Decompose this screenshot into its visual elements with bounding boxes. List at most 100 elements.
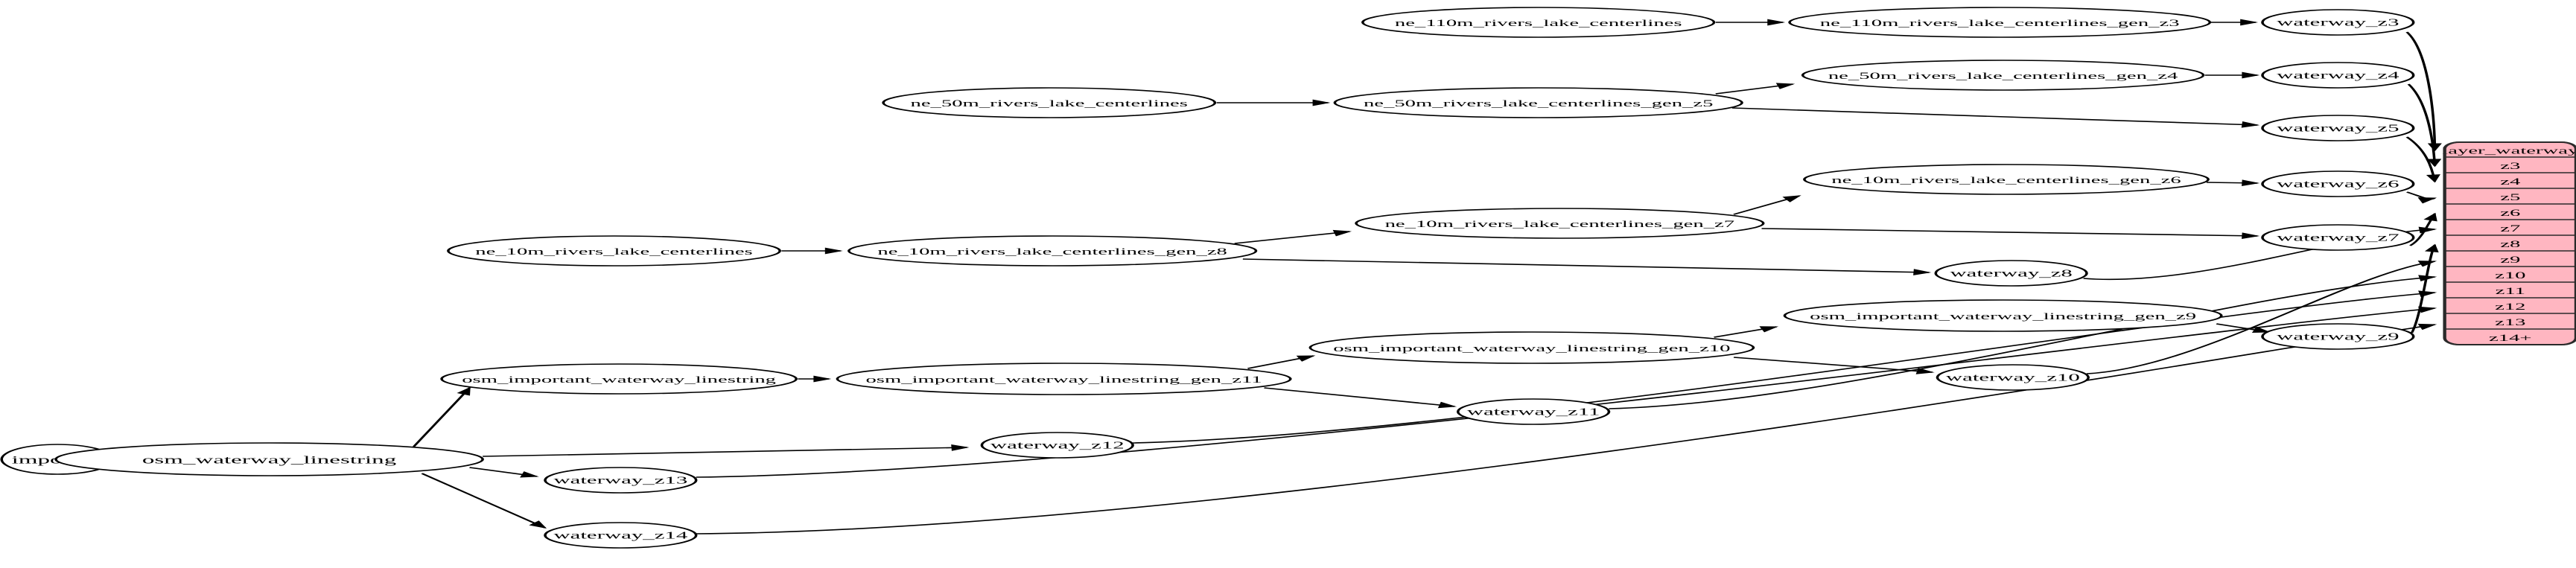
node-osm_imp_z11[interactable]: osm_important_waterway_linestring_gen_z1… [836,363,1292,395]
arrow-head-icon [1437,401,1457,409]
record-row-z6[interactable]: z6 [2500,207,2520,218]
node-waterway_z6[interactable]: waterway_z6 [2261,170,2415,197]
edge-waterway_z11-to-rec_z11 [1609,276,2435,409]
edge-osm_waterway-to-osm_imp [412,387,471,447]
node-ne10m_z6[interactable]: ne_10m_rivers_lake_centerlines_gen_z6 [1803,164,2210,195]
node-ne10m_z8[interactable]: ne_10m_rivers_lake_centerlines_gen_z8 [847,235,1258,267]
edge-osm_waterway-to-waterway_z12 [483,447,967,457]
arrow-head-icon [2418,226,2437,234]
node-layer: imposm3osm_waterway_linestringosm_import… [0,7,2415,549]
node-waterway_z8[interactable]: waterway_z8 [1934,260,2088,287]
record-node-layer_waterway[interactable]: layer_waterwayz3z4z5z6z7z8z9z10z11z12z13… [2442,141,2576,345]
node-label-waterway_z12: waterway_z12 [990,440,1125,451]
arrow-head-icon [2242,179,2260,187]
node-shape-ne50m_z5 [1333,87,1743,118]
node-ne110m_z3[interactable]: ne_110m_rivers_lake_centerlines_gen_z3 [1788,7,2212,38]
node-shape-waterway_z10 [1936,364,2090,391]
node-ne10m[interactable]: ne_10m_rivers_lake_centerlines [447,235,781,267]
edge-ne50m_z5-to-waterway_z5 [1731,107,2258,126]
node-ne10m_z7[interactable]: ne_10m_rivers_lake_centerlines_gen_z7 [1355,208,1765,239]
record-row-z14+[interactable]: z14+ [2489,332,2532,343]
node-ne50m_z5[interactable]: ne_50m_rivers_lake_centerlines_gen_z5 [1333,87,1743,118]
node-label-waterway_z3: waterway_z3 [2277,17,2399,28]
node-waterway_z10[interactable]: waterway_z10 [1936,364,2090,391]
arrow-head-icon [1767,19,1786,26]
arrow-head-icon [2424,243,2439,253]
node-shape-waterway_z4 [2261,62,2415,89]
node-shape-waterway_z8 [1934,260,2088,287]
node-waterway_z13[interactable]: waterway_z13 [544,467,698,494]
arrow-head-icon [1775,83,1796,89]
node-label-ne110m: ne_110m_rivers_lake_centerlines [1395,17,1682,28]
node-osm_imp_z10[interactable]: osm_important_waterway_linestring_gen_z1… [1308,331,1755,364]
record-row-z3[interactable]: z3 [2500,160,2520,171]
record-row-z4[interactable]: z4 [2500,176,2520,187]
node-ne50m_z4[interactable]: ne_50m_rivers_lake_centerlines_gen_z4 [1801,60,2205,91]
node-waterway_z9[interactable]: waterway_z9 [2261,323,2415,350]
node-shape-ne10m_z6 [1803,164,2210,195]
node-shape-waterway_z3 [2261,9,2415,36]
edge-waterway_z14-to-rec_z14 [696,324,2435,535]
node-shape-osm_imp_z10 [1308,331,1755,364]
arrow-head-icon [2427,143,2442,152]
record-row-z8[interactable]: z8 [2500,238,2520,249]
edge-ne10m_z8-to-waterway_z8 [1242,258,1930,273]
record-row-z13[interactable]: z13 [2495,316,2525,328]
node-label-waterway_z10: waterway_z10 [1946,372,2080,383]
arrow-head-icon [457,386,471,396]
record-row-z11[interactable]: z11 [2496,285,2525,296]
record-row-z10[interactable]: z10 [2495,269,2525,281]
arrow-head-icon [2242,71,2260,79]
arrow-head-icon [1915,368,1935,374]
node-waterway_z4[interactable]: waterway_z4 [2261,62,2415,89]
node-waterway_z5[interactable]: waterway_z5 [2261,115,2415,141]
record-row-z7[interactable]: z7 [2500,223,2520,234]
node-label-ne50m_z5: ne_50m_rivers_lake_centerlines_gen_z5 [1364,98,1713,109]
arrow-head-icon [1759,326,1779,333]
node-label-ne50m_z4: ne_50m_rivers_lake_centerlines_gen_z4 [1828,70,2178,81]
arrow-head-icon [2426,174,2440,183]
node-shape-waterway_z5 [2261,115,2415,141]
arrow-head-icon [2418,275,2437,281]
node-osm_imp_z9[interactable]: osm_important_waterway_linestring_gen_z9 [1783,299,2223,332]
node-osm_waterway[interactable]: osm_waterway_linestring [54,442,484,476]
node-label-waterway_z13: waterway_z13 [553,475,687,486]
node-shape-osm_imp_z11 [836,363,1292,395]
node-label-osm_imp: osm_important_waterway_linestring [462,374,776,385]
edge-ne10m_z8-to-ne10m_z7 [1234,231,1350,244]
node-shape-waterway_z13 [544,467,698,494]
node-osm_imp[interactable]: osm_important_waterway_linestring [440,363,798,395]
arrow-head-icon [1332,229,1352,237]
node-waterway_z3[interactable]: waterway_z3 [2261,9,2415,36]
arrow-head-icon [2240,19,2259,26]
node-ne110m[interactable]: ne_110m_rivers_lake_centerlines [1361,7,1716,38]
node-label-waterway_z14: waterway_z14 [553,530,687,541]
node-label-ne10m_z8: ne_10m_rivers_lake_centerlines_gen_z8 [877,246,1227,257]
node-shape-waterway_z9 [2261,323,2415,350]
node-waterway_z12[interactable]: waterway_z12 [980,432,1134,459]
node-shape-waterway_z11 [1456,398,1611,425]
node-waterway_z7[interactable]: waterway_z7 [2261,224,2415,251]
arrow-head-icon [1913,269,1932,275]
node-shape-waterway_z7 [2261,224,2415,251]
node-ne50m[interactable]: ne_50m_rivers_lake_centerlines [882,87,1217,118]
node-waterway_z14[interactable]: waterway_z14 [544,522,698,549]
node-waterway_z11[interactable]: waterway_z11 [1456,398,1611,425]
edge-osm_imp_z11-to-waterway_z11 [1264,387,1455,407]
arrow-head-icon [2418,290,2437,297]
node-label-waterway_z11: waterway_z11 [1467,406,1600,418]
arrow-head-icon [2417,261,2437,267]
node-shape-ne10m [447,235,781,267]
node-shape-ne50m [882,87,1217,118]
edge-waterway_z13-to-rec_z13 [696,307,2435,478]
node-shape-waterway_z14 [544,522,698,549]
edge-layer [113,19,2442,535]
record-row-z5[interactable]: z5 [2500,191,2520,202]
record-row-z9[interactable]: z9 [2500,254,2520,265]
arrow-head-icon [2427,159,2442,167]
arrow-head-icon [529,520,547,529]
record-row-z12[interactable]: z12 [2495,301,2525,312]
arrow-head-icon [1312,99,1331,106]
edge-ne10m_z7-to-waterway_z7 [1761,228,2258,237]
